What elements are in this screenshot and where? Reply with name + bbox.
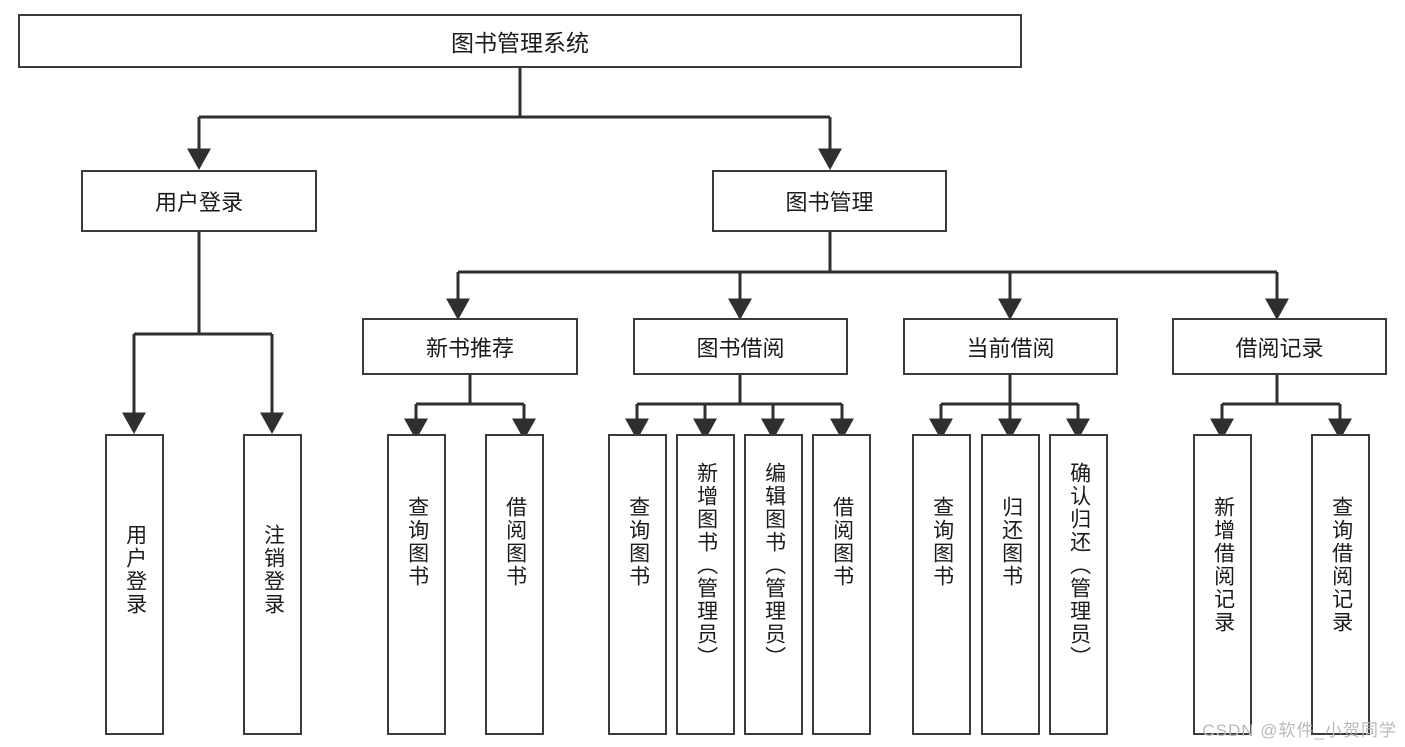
node-new-book-recommend[interactable]: 新书推荐 (362, 318, 578, 375)
node-root[interactable]: 图书管理系统 (18, 14, 1022, 68)
node-user-login-label: 用户登录 (154, 190, 243, 215)
leaf-label: 查询图书 (930, 496, 954, 588)
leaf-record-add-record[interactable]: 新增借阅记录 (1193, 434, 1252, 735)
leaf-user-login-signin[interactable]: 用户登录 (105, 434, 164, 735)
leaf-label: 查询图书 (626, 496, 650, 588)
leaf-label: 新增图书（管理员） (694, 462, 718, 669)
leaf-recommend-borrow-book[interactable]: 借阅图书 (485, 434, 544, 735)
node-book-management[interactable]: 图书管理 (712, 170, 947, 232)
node-borrow-record[interactable]: 借阅记录 (1172, 318, 1387, 375)
leaf-label: 注销登录 (261, 524, 285, 616)
leaf-borrow-add-book-admin[interactable]: 新增图书（管理员） (676, 434, 735, 735)
leaf-current-return-book[interactable]: 归还图书 (981, 434, 1040, 735)
node-borrow-record-label: 借阅记录 (1235, 335, 1324, 361)
leaf-borrow-query-book[interactable]: 查询图书 (608, 434, 667, 735)
node-current-borrow[interactable]: 当前借阅 (903, 318, 1118, 375)
node-book-management-label: 图书管理 (785, 190, 874, 215)
leaf-label: 用户登录 (123, 524, 147, 616)
leaf-current-query-book[interactable]: 查询图书 (912, 434, 971, 735)
watermark: CSDN @软件_小贺同学 (1202, 721, 1397, 740)
leaf-label: 归还图书 (999, 496, 1023, 588)
node-current-borrow-label: 当前借阅 (966, 335, 1055, 361)
leaf-current-confirm-return-admin[interactable]: 确认归还（管理员） (1049, 434, 1108, 735)
node-new-book-recommend-label: 新书推荐 (425, 335, 514, 361)
leaf-recommend-query-book[interactable]: 查询图书 (387, 434, 446, 735)
node-book-borrow-label: 图书借阅 (696, 335, 785, 361)
node-root-label: 图书管理系统 (451, 30, 589, 56)
node-user-login[interactable]: 用户登录 (81, 170, 317, 232)
leaf-label: 编辑图书（管理员） (762, 462, 786, 669)
leaf-label: 借阅图书 (503, 496, 527, 588)
leaf-label: 新增借阅记录 (1211, 496, 1235, 634)
leaf-label: 查询图书 (405, 496, 429, 588)
leaf-user-login-signout[interactable]: 注销登录 (243, 434, 302, 735)
leaf-label: 借阅图书 (830, 496, 854, 588)
leaf-label: 查询借阅记录 (1329, 496, 1353, 634)
leaf-label: 确认归还（管理员） (1067, 462, 1091, 669)
leaf-record-query-record[interactable]: 查询借阅记录 (1311, 434, 1370, 735)
leaf-borrow-borrow-book[interactable]: 借阅图书 (812, 434, 871, 735)
leaf-borrow-edit-book-admin[interactable]: 编辑图书（管理员） (744, 434, 803, 735)
node-book-borrow[interactable]: 图书借阅 (633, 318, 848, 375)
